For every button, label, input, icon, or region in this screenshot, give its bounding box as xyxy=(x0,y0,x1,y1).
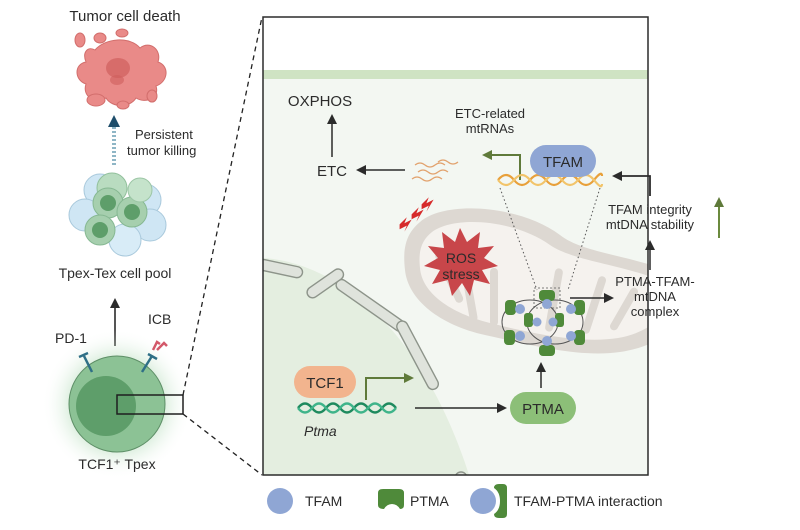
pd1-label: PD-1 xyxy=(55,330,87,346)
legend-tfam-label: TFAM xyxy=(305,493,342,509)
zoom-guide-line-top xyxy=(182,16,263,396)
icb-label: ICB xyxy=(148,311,171,327)
etc-label: ETC xyxy=(317,163,347,180)
legend-item-interaction: TFAM-PTMA interaction xyxy=(470,484,663,518)
ptma-protein: PTMA xyxy=(510,392,576,424)
legend-interaction-label: TFAM-PTMA interaction xyxy=(514,493,663,509)
tpex-label: TCF1⁺ Tpex xyxy=(78,456,155,472)
pd1-receptor-icon xyxy=(78,351,94,373)
ros-label-line2: stress xyxy=(442,266,479,282)
legend-ptma-label: PTMA xyxy=(410,493,450,509)
persistent-label-line1: Persistent xyxy=(135,127,193,142)
ptma-symbol-icon xyxy=(378,489,404,509)
ptma-gene-helix-icon xyxy=(297,402,397,414)
cell-pool-label: Tpex-Tex cell pool xyxy=(59,265,172,281)
ros-stress-starburst: ROS stress xyxy=(424,228,498,296)
transcription-arrow xyxy=(482,150,521,180)
dying-tumor-cell-icon xyxy=(74,28,167,110)
tfam-symbol-icon xyxy=(267,488,293,514)
ros-bolts-icon xyxy=(399,197,434,232)
legend-item-tfam: TFAM xyxy=(267,488,342,514)
legend: TFAM PTMA TFAM-PTMA interaction xyxy=(267,484,663,518)
cell-membrane xyxy=(263,70,648,79)
tpex-tex-cell-cluster-icon xyxy=(68,172,167,257)
complex-label-line2: mtDNA xyxy=(634,289,676,304)
complex-label-line1: PTMA-TFAM- xyxy=(615,274,694,289)
ptma-tfam-mtdna-complex-icon xyxy=(501,287,585,356)
integrity-to-tfam-arrow xyxy=(612,171,651,196)
tcf1-label: TCF1 xyxy=(306,375,344,392)
tpex-cell-icon xyxy=(42,329,192,479)
tcf1-factor: TCF1 xyxy=(294,366,356,398)
zoom-guide-line-bottom xyxy=(182,413,263,476)
integrity-label-line1: TFAM integrity xyxy=(608,202,692,217)
integrity-label-line2: mtDNA stability xyxy=(606,217,695,232)
tfam-on-dna: TFAM xyxy=(530,145,596,177)
etc-rnas-label-line1: ETC-related xyxy=(455,106,525,121)
nucleus-region xyxy=(263,258,469,475)
icb-antibody-icon xyxy=(140,340,168,373)
ros-label-line1: ROS xyxy=(446,250,476,266)
tfam-label: TFAM xyxy=(543,154,583,171)
complex-zoom-line-right xyxy=(567,187,601,291)
complex-label-line3: complex xyxy=(631,304,680,319)
etc-rnas-label-line2: mtRNAs xyxy=(466,121,515,136)
persistent-label-line2: tumor killing xyxy=(127,143,196,158)
ptma-gene-label: Ptma xyxy=(304,423,337,439)
tcf1-activation-arrow xyxy=(365,373,414,400)
tumor-cell-death-label: Tumor cell death xyxy=(69,8,180,25)
mtrna-transcripts-icon xyxy=(411,159,459,182)
zoom-panel xyxy=(262,16,649,476)
er-tubules xyxy=(263,258,467,475)
zoom-region-box xyxy=(116,394,184,415)
ptma-protein-label: PTMA xyxy=(522,401,564,418)
interaction-tfam-symbol-icon xyxy=(470,488,496,514)
oxphos-label: OXPHOS xyxy=(288,93,352,110)
legend-item-ptma: PTMA xyxy=(378,489,450,509)
interaction-ptma-symbol-icon xyxy=(494,484,507,518)
